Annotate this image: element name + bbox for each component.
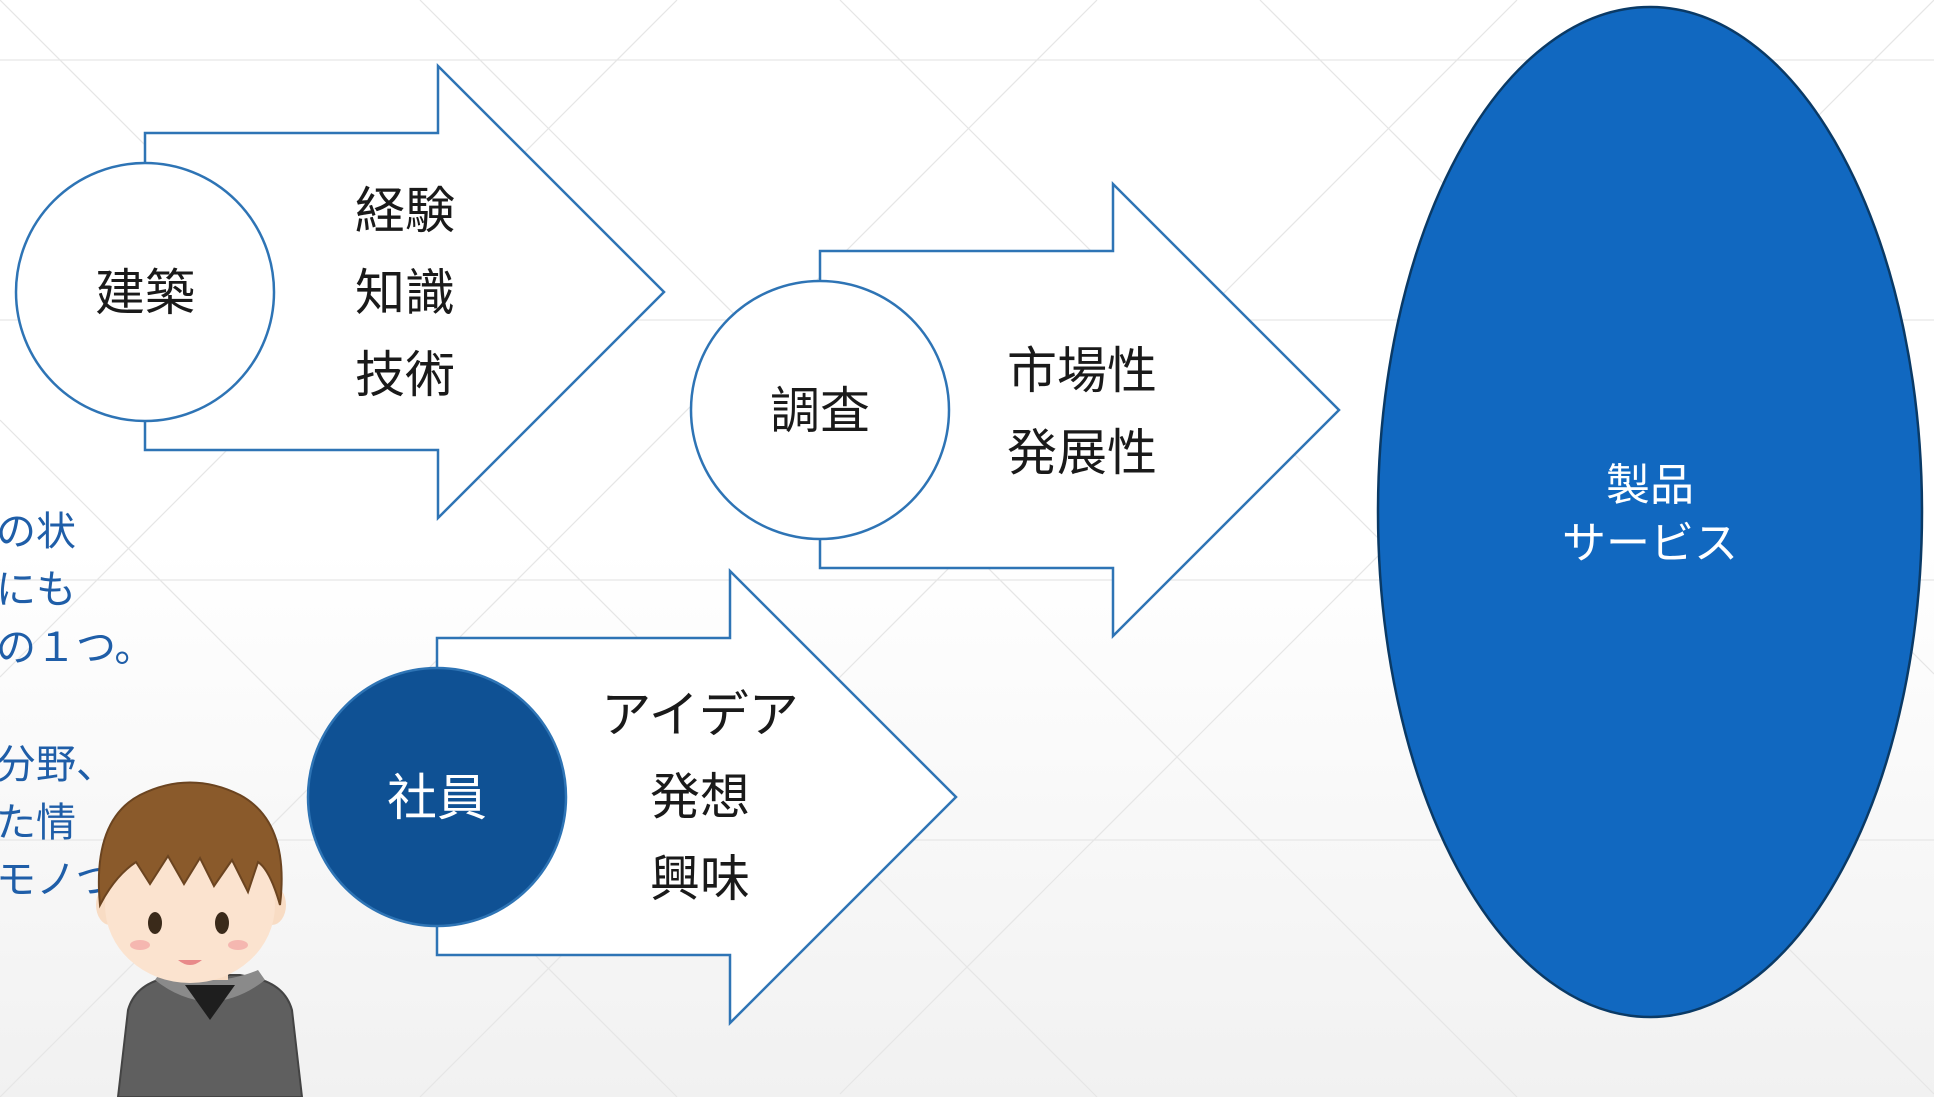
side-text-line-2: にも — [0, 567, 76, 613]
arrow-shape — [818, 180, 1341, 640]
boy-character-illustration — [96, 781, 304, 1097]
item-architecture-1: 経験 — [355, 182, 455, 240]
product-label-line-2: サービス — [1562, 518, 1738, 569]
node-label-research: 調査 — [770, 382, 870, 440]
side-text: の状 にも の１つ。 分野、 た情 モノづ — [0, 509, 154, 903]
item-architecture-3: 技術 — [355, 346, 455, 404]
flow-arrow-architecture: 建築 経験 知識 技術 — [14, 62, 666, 522]
item-employees-2: 発想 — [650, 768, 750, 826]
arrow-shape — [143, 62, 666, 522]
side-text-line-5: た情 — [0, 800, 76, 846]
node-circle-research — [689, 279, 951, 541]
flow-arrow-research: 調査 市場性 発展性 — [689, 180, 1341, 640]
arrow-shape — [435, 567, 958, 1027]
flow-arrow-employees: 社員 アイデア 発想 興味 — [306, 567, 958, 1027]
side-text-line-1: の状 — [0, 509, 76, 555]
product-label-line-1: 製品 — [1606, 460, 1694, 511]
item-employees-3: 興味 — [650, 850, 750, 908]
product-target: 製品 サービス — [1376, 5, 1924, 1019]
node-circle-employees — [306, 666, 568, 928]
item-employees-1: アイデア — [601, 686, 799, 744]
product-ellipse — [1376, 5, 1924, 1019]
side-text-line-4: 分野、 — [0, 742, 116, 788]
item-research-1: 市場性 — [1007, 342, 1157, 400]
item-research-2: 発展性 — [1007, 424, 1157, 482]
node-label-employees: 社員 — [387, 769, 487, 827]
node-label-architecture: 建築 — [95, 264, 195, 322]
side-text-line-6: モノづ — [0, 857, 116, 903]
item-architecture-2: 知識 — [355, 264, 455, 322]
node-circle-architecture — [14, 161, 276, 423]
side-text-line-3: の１つ。 — [0, 625, 154, 671]
